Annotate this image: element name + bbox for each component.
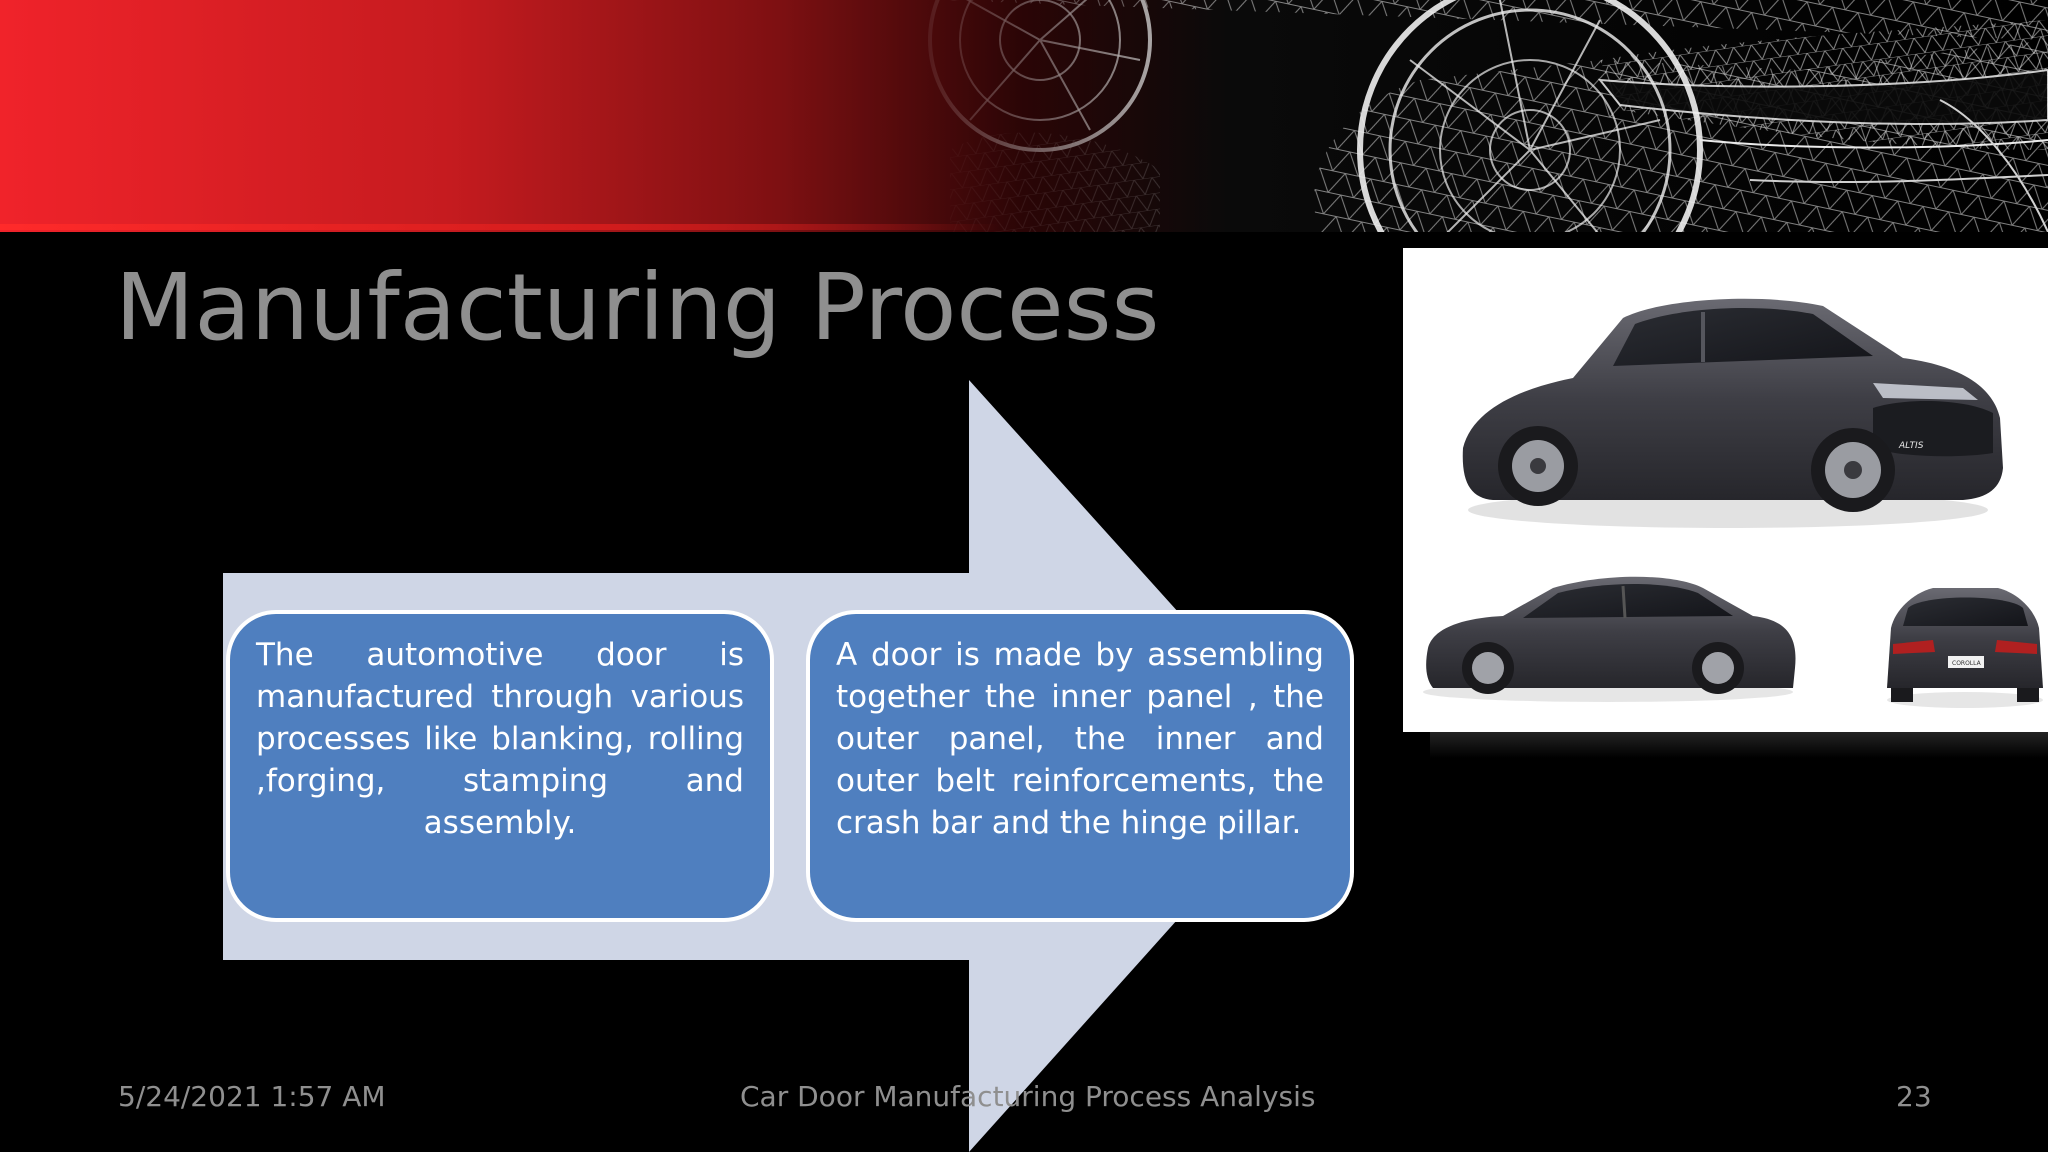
- car-side-view: [1423, 576, 1796, 702]
- sedan-illustration: ALTIS: [1423, 298, 2043, 708]
- car-badge-rear: COROLLA: [1952, 660, 1982, 667]
- process-step-1: The automotive door is manufactured thro…: [226, 610, 774, 922]
- process-step-2: A door is made by assembling together th…: [806, 610, 1354, 922]
- footer-date: 5/24/2021 1:57 AM: [118, 1080, 386, 1113]
- car-badge-front: ALTIS: [1898, 441, 1924, 451]
- car-rear-view: COROLLA: [1887, 588, 2043, 708]
- header-banner: [0, 0, 2048, 232]
- wireframe-car-image: [928, 0, 2048, 232]
- footer-title: Car Door Manufacturing Process Analysis: [740, 1080, 1316, 1113]
- car-image: ALTIS: [1403, 248, 2048, 732]
- process-step-2-text: A door is made by assembling together th…: [836, 637, 1324, 841]
- process-step-1-text: The automotive door is manufactured thro…: [256, 637, 744, 841]
- car-front-three-quarter: ALTIS: [1462, 298, 2003, 528]
- car-image-shadow: [1430, 732, 2048, 758]
- slide-number: 23: [1896, 1080, 1932, 1113]
- wheel-right: [1357, 0, 1703, 232]
- slide-title: Manufacturing Process: [115, 254, 1160, 361]
- banner-stripe: [0, 224, 1000, 230]
